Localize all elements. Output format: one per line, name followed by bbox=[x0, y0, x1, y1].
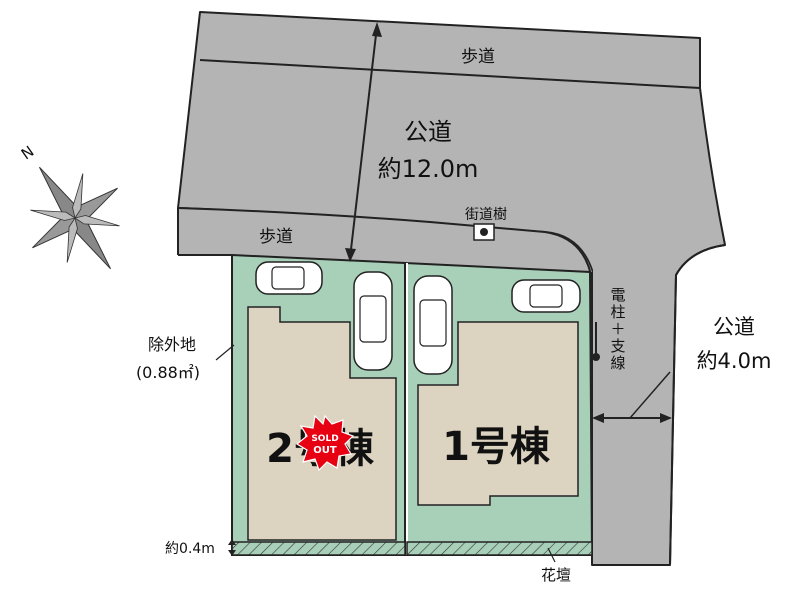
sold-out-badge: SOLD OUT bbox=[295, 414, 355, 472]
main-road-label: 公道 bbox=[404, 118, 452, 146]
side-road-width-label: 約4.0m bbox=[697, 349, 772, 373]
sold-out-line2: OUT bbox=[313, 445, 337, 456]
sold-out-line1: SOLD bbox=[311, 434, 338, 444]
curb-line bbox=[177, 207, 593, 281]
utility-pole-icon bbox=[592, 322, 600, 361]
flowerbed-label: 花壇 bbox=[541, 566, 571, 584]
gap-label: 約0.4m bbox=[165, 541, 215, 557]
main-road-width-arrow bbox=[349, 25, 378, 259]
sidewalk-top-label: 歩道 bbox=[461, 47, 495, 67]
gap-measure-icon bbox=[228, 539, 236, 556]
sidewalk-top-line bbox=[199, 59, 701, 89]
side-road-edge bbox=[669, 244, 726, 566]
building-lot-1 bbox=[417, 321, 579, 506]
car-lot-1-vertical bbox=[413, 275, 453, 375]
side-road-label: 公道 bbox=[713, 315, 755, 339]
excluded-land-leader bbox=[215, 344, 235, 361]
excluded-land-area: (0.88㎡) bbox=[136, 363, 200, 382]
flowerbed-leader bbox=[547, 547, 556, 563]
lot-1-label: 1号棟 bbox=[442, 424, 551, 470]
street-tree-icon bbox=[473, 223, 495, 241]
car-lot-1-horizontal bbox=[511, 279, 581, 313]
lower-sidewalk-area bbox=[178, 208, 592, 272]
car-lot-2-vertical bbox=[353, 271, 393, 371]
utility-pole-label: 電柱＋支線 bbox=[610, 286, 625, 372]
excluded-land-label: 除外地 bbox=[148, 335, 196, 354]
compass-icon bbox=[30, 166, 120, 270]
svg-text:電柱＋支線: 電柱＋支線 bbox=[610, 286, 625, 372]
flowerbed-strip-right bbox=[406, 541, 593, 556]
street-tree-label: 街道樹 bbox=[465, 207, 507, 223]
compass-north-label: N bbox=[18, 142, 38, 163]
car-lot-2-horizontal bbox=[255, 261, 323, 295]
flowerbed-strip-left bbox=[231, 541, 406, 556]
sidewalk-bottom-label: 歩道 bbox=[259, 227, 293, 247]
main-road-width-label: 約12.0m bbox=[378, 155, 479, 183]
